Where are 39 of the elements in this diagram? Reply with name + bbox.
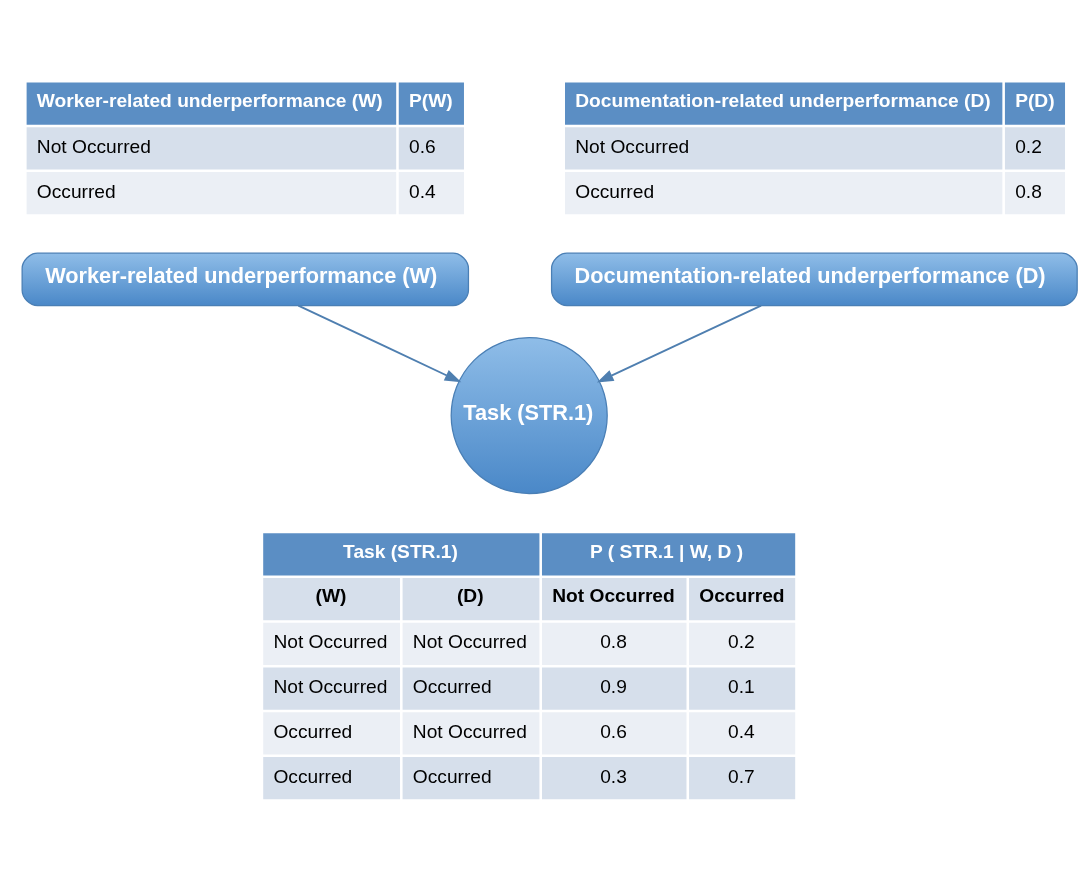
label: Task (STR.1) <box>343 540 458 562</box>
arrow <box>297 304 462 383</box>
label: 0.6 <box>408 135 436 157</box>
label: 0.8 <box>1015 180 1042 202</box>
label: 0.4 <box>408 180 436 202</box>
label: Occurred <box>575 180 655 202</box>
label: 0.4 <box>728 720 755 742</box>
label: 0.8 <box>600 631 627 653</box>
label: 0.6 <box>600 720 627 742</box>
label: (W) <box>315 585 347 607</box>
label: P(W) <box>408 89 453 111</box>
node-circle: Task (STR.1) <box>450 336 608 495</box>
label: Occurred <box>412 765 492 787</box>
label: P ( STR.1 | W, D ) <box>589 540 744 562</box>
label: 0.3 <box>600 765 627 787</box>
node-box: Worker-related underperformance (W) <box>21 252 470 307</box>
node-box: Documentation-related underperformance (D) <box>550 252 1078 307</box>
label: 0.7 <box>728 765 755 787</box>
label: Not Occurred <box>412 720 527 742</box>
label: Not Occurred <box>412 631 527 653</box>
label: 0.2 <box>728 631 755 653</box>
label: Not Occurred <box>552 585 675 607</box>
label: Not Occurred <box>273 631 388 653</box>
label: Occurred <box>273 720 353 742</box>
label: 0.1 <box>728 676 755 698</box>
label: Occurred <box>36 180 116 202</box>
label: 0.9 <box>600 676 627 698</box>
label: Documentation-related underperformance (D) <box>575 89 991 111</box>
arrow <box>596 304 763 383</box>
label: 0.2 <box>1015 135 1042 157</box>
label: Not Occurred <box>36 135 151 157</box>
label: P(D) <box>1015 89 1055 111</box>
label: Worker-related underperformance (W) <box>36 89 383 111</box>
label: Occurred <box>412 676 492 698</box>
label: Not Occurred <box>575 135 690 157</box>
label: Not Occurred <box>273 676 388 698</box>
label: Occurred <box>699 585 785 607</box>
label: Occurred <box>273 765 353 787</box>
label: (D) <box>456 585 484 607</box>
